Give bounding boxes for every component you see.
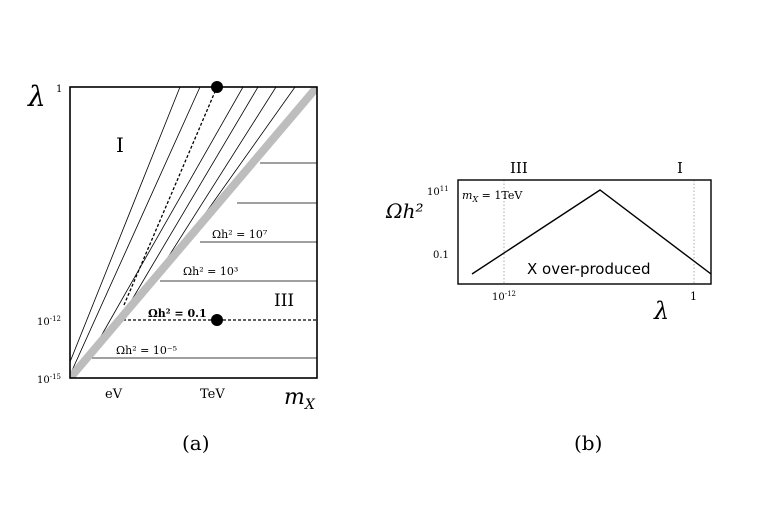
caption-a: (a)	[182, 431, 210, 455]
panel-b-x-axis-label: λ	[653, 297, 669, 325]
diagonal-line-3	[99, 87, 244, 339]
contour-label-0.1: Ωh² = 0.1	[148, 307, 207, 320]
region-label-i: I	[116, 133, 124, 157]
contour-label-1e-5: Ωh² = 10⁻⁵	[116, 344, 177, 357]
panel-b-region-i: I	[677, 159, 683, 177]
contour-label-1e7: Ωh² = 10⁷	[212, 228, 268, 241]
panel-a-y-axis-label: λ	[27, 80, 46, 113]
contour-label-1e3: Ωh² = 10³	[183, 265, 238, 278]
diagonal-line-5	[159, 87, 277, 271]
panel-b-x-tick-1: 1	[690, 290, 697, 303]
diagonal-line-1	[70, 87, 181, 363]
panel-a-frame	[69, 86, 318, 379]
y-tick-1e-12: 10-12	[37, 315, 61, 328]
y-tick-1: 1	[56, 84, 62, 95]
x-tick-ev: eV	[105, 387, 123, 402]
y-tick-1e-15: 10-15	[37, 373, 61, 386]
mass-annotation: mX = 1TeV	[462, 189, 523, 204]
panel-b-y-tick-1e11: 1011	[427, 185, 449, 198]
marker-dot-mid	[211, 314, 223, 326]
x-tick-tev: TeV	[200, 387, 225, 402]
caption-b: (b)	[574, 431, 602, 455]
panel-b-y-tick-0.1: 0.1	[433, 250, 449, 261]
panel-b: III I mX = 1TeV X over-produced Ωh² 1011…	[385, 159, 712, 455]
diagonal-line-4	[129, 87, 259, 304]
omega-0.1-diagonal-dotted	[123, 87, 218, 306]
panel-b-frame	[457, 179, 712, 285]
panel-a-x-axis-label: mX	[284, 385, 316, 413]
marker-dot-top	[211, 81, 223, 93]
panel-b-region-iii: III	[510, 159, 528, 177]
panel-b-y-axis-label: Ωh²	[385, 199, 423, 223]
diagonal-line-2	[70, 87, 201, 376]
relic-density-curve	[471, 189, 711, 275]
overproduced-label: X over-produced	[527, 260, 651, 278]
panel-b-plot-area	[471, 180, 711, 284]
boundary-band	[70, 87, 317, 378]
panel-a: I III Ωh² = 10⁷ Ωh² = 10³ Ωh² = 0.1 Ωh² …	[27, 80, 318, 455]
region-label-iii: III	[274, 291, 294, 311]
panel-b-x-tick-1e-12: 10-12	[492, 290, 516, 303]
panel-a-plot-area	[70, 87, 317, 378]
